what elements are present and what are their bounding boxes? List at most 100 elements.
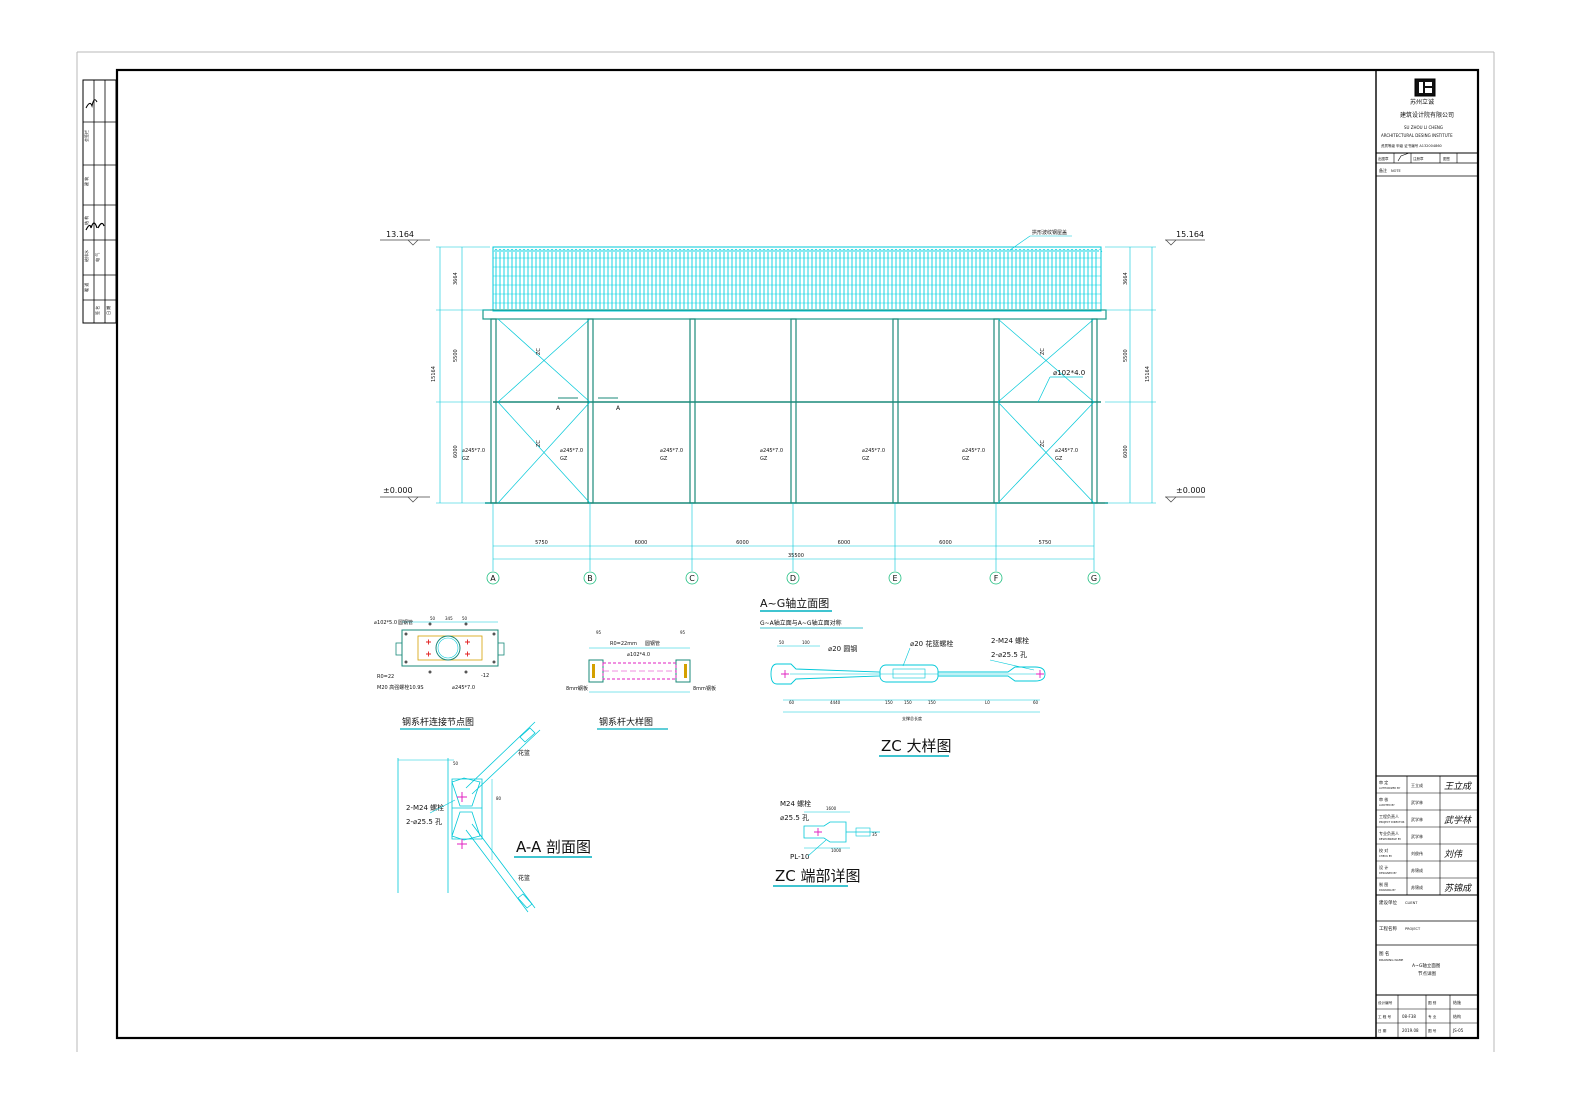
tie-dim: 95 [680,630,686,635]
sign-name: 武学林 [1411,833,1423,839]
right-total-dim: 15164 [1145,366,1151,382]
company-name-cn-1: 苏州立诚 [1410,98,1434,106]
axis-label: A [490,574,496,583]
joint-label: R0=22 [377,674,394,680]
meta-value: 结构 [1453,1013,1461,1019]
sign-role-en: DRAWING BY [1379,888,1396,892]
joint-detail-title: 钢系杆连接节点图 [402,716,474,728]
strip-label: 给排水 [83,250,89,262]
x-bracing [497,318,1095,504]
axis-label: C [689,574,695,583]
left-total-dim: 15164 [431,366,437,382]
zc-dim: 支撑总长度 [902,715,922,721]
company-name-en-1: SU ZHOU LI CHENG [1404,125,1443,130]
zc-dim: 150 [928,700,936,705]
axis-bubble [685,571,699,585]
zc-label: ⌀20 花篮螺栓 [910,639,953,648]
joint-label: M20 高强螺栓10.9S [377,684,424,691]
zc-end-title: ZC 端部详图 [775,867,861,885]
tie-detail-title: 钢系杆大样图 [599,716,653,728]
section-aa-detail: 花篮 2-M24 螺栓 2-⌀25.5 孔 花篮 50 80 A-A 剖面图 [397,721,592,913]
sign-role: 工程负责人 [1379,813,1399,819]
right-dimension-chain [1105,246,1156,504]
steel-column [790,318,797,504]
axis-bubble [1087,571,1101,585]
client-label: 建设单位 [1379,899,1397,906]
column-tag: GZ [862,456,870,462]
meta-label: 图 别 [1428,1000,1437,1005]
company-logo [1414,78,1436,97]
sign-role: 校 对 [1379,847,1388,853]
axis-label: F [994,574,999,583]
drawing-name-label: 图 名 [1379,950,1389,957]
note-value: NOTE [1391,169,1401,173]
strip-label: 电 气 [94,253,100,262]
stamp-cell: 出图章 [1378,156,1389,161]
bay-dim: 6000 [736,540,749,546]
strip-label: 签 名 [94,306,100,315]
tie-label: ⌀102*4.0 [1053,369,1085,377]
meta-label: 日 期 [1378,1028,1387,1033]
drawing-name-1: A~G轴立面图 [1412,962,1441,969]
zc-dim: 4440 [830,700,841,705]
axis-label: B [587,574,593,583]
axis-bubble [888,571,902,585]
right-dim: 5500 [1123,349,1129,362]
strip-label: 结 构 [83,216,89,225]
zc-label: 2-M24 螺栓 [991,636,1029,645]
zc-end-detail: M24 螺栓 ⌀25.5 孔 PL-10 1600 1000 35 ZC 端部详… [773,799,880,887]
sign-role-en: CHECK BY [1379,854,1392,858]
bay-dim: 6000 [838,540,851,546]
section-aa-title: A-A 剖面图 [516,838,591,856]
column-tag: GZ [462,456,470,462]
column-label: ⌀245*7.0 [962,448,985,454]
signature: 苏锦成 [1444,883,1473,894]
aa-label: 2-⌀25.5 孔 [406,818,442,826]
sign-role-en: AUDITED BY [1379,803,1395,807]
left-dim: 6000 [453,445,459,458]
column-label: ⌀245*7.0 [462,448,485,454]
aa-dim: 80 [496,796,502,801]
zc-label: 2-⌀25.5 孔 [991,651,1027,659]
sign-name: 苏锦成 [1411,867,1423,873]
project-value: PROJECT [1405,927,1421,931]
left-signature-strip: 会签栏 建 筑 结 构 给排水 电 气 暖 通 签 名 日 期 [82,79,117,324]
total-dim: 35500 [788,553,804,559]
steel-column [689,318,696,504]
bay-dim: 5750 [535,540,548,546]
zc-dim: L0 [985,700,990,705]
sign-role-en: PROJECT DIRECTOR [1379,820,1405,824]
zc-end-dim: 35 [872,832,878,837]
sign-name: 刘俊伟 [1411,850,1423,856]
sign-name: 苏锦成 [1411,884,1423,890]
elevation-subtitle: G~A轴立面与A~G轴立面对称 [760,619,842,627]
elevation-drawing: ZC ZC ZC ZC ⌀102*4.0 A A ⌀245*7.0GZ⌀245*… [380,229,1206,629]
client-value: CLIENT [1405,901,1418,905]
axis-label: G [1091,574,1097,583]
strip-label: 建 筑 [83,177,89,186]
zc-dim: 150 [904,700,912,705]
level-top-right: 15.164 [1176,230,1204,239]
drawing-frame [115,68,1480,1040]
axis-label: E [892,574,897,583]
column-tag: GZ [660,456,668,462]
zc-dim: 100 [802,640,810,645]
column-tag: GZ [962,456,970,462]
roof-shell [492,246,1102,312]
tie-label: 圆钢管 [645,640,660,647]
tie-detail: R0=22mm 圆钢管 ⌀102*4.0 8mm 钢板 8mm 钢板 95 95… [566,630,716,730]
company-cert: 资质等级 甲级 证书编号 A132004860 [1381,143,1442,148]
stamp-cell: 注册章 [1413,156,1424,161]
joint-dim: 50 [430,616,436,621]
axis-bubble [989,571,1003,585]
column-tag: GZ [560,456,568,462]
joint-label: ⌀102*5.0 [374,620,397,626]
zc-end-dim: 1000 [831,848,842,853]
tie-label: 8mm [693,686,706,692]
tie-dim: 95 [596,630,602,635]
column-label: ⌀245*7.0 [862,448,885,454]
tie-label: 钢板 [578,685,588,692]
meta-label: 设计编号 [1378,1000,1393,1005]
signature: 刘伟 [1444,849,1463,860]
joint-detail: ⌀102*5.0 圆钢管 R0=22 M20 高强螺栓10.9S ⌀245*7.… [374,616,505,730]
